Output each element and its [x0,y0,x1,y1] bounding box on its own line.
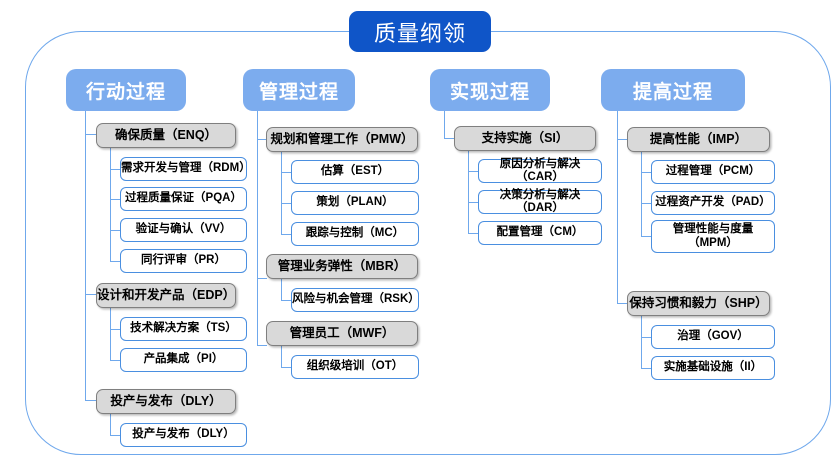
connector [468,171,479,173]
leaf-node[interactable]: 组织级培训（OT） [291,355,419,379]
connector [110,435,121,437]
group-node[interactable]: 投产与发布（DLY） [96,389,236,414]
leaf-node[interactable]: 策划（PLAN） [291,191,419,215]
connector [281,367,292,369]
connector [444,138,455,140]
connector [110,360,121,362]
connector [641,203,652,205]
connector [468,233,479,235]
connector [257,139,267,141]
leaf-node[interactable]: 同行评审（PR） [120,249,247,273]
connector [641,236,652,238]
group-node[interactable]: 规划和管理工作（PMW） [266,127,418,152]
leaf-node[interactable]: 需求开发与管理（RDM） [120,157,251,181]
leaf-node[interactable]: 估算（EST） [291,160,419,184]
column-header-3[interactable]: 实现过程 [430,69,550,111]
group-node[interactable]: 管理业务弹性（MBR） [266,254,418,279]
connector [468,202,479,204]
connector [281,300,292,302]
leaf-node[interactable]: 过程管理（PCM） [651,160,775,184]
connector [85,400,97,402]
column-header-4[interactable]: 提高过程 [601,69,745,111]
leaf-node[interactable]: 实施基础设施（II） [651,356,775,380]
leaf-node[interactable]: 决策分析与解决（DAR） [478,189,602,214]
connector [257,278,267,280]
connector [641,152,643,236]
leaf-node[interactable]: 投产与发布（DLY） [120,423,247,447]
leaf-node[interactable]: 技术解决方案（TS） [120,317,247,341]
connector [641,316,643,369]
connector [110,308,112,360]
trunk-line-col-4 [617,111,619,304]
group-node[interactable]: 设计和开发产品（EDP） [96,283,236,308]
leaf-node[interactable]: 验证与确认（VV） [120,218,247,242]
connector [281,203,292,205]
connector [641,172,652,174]
column-header-2[interactable]: 管理过程 [243,69,355,111]
group-node[interactable]: 保持习惯和毅力（SHP） [627,291,770,316]
connector [110,414,112,436]
leaf-node[interactable]: 治理（GOV） [651,325,775,349]
connector [641,368,652,370]
group-node[interactable]: 管理员工（MWF） [266,321,418,346]
connector [110,199,121,201]
leaf-node[interactable]: 过程质量保证（PQA） [120,187,247,211]
connector [110,169,121,171]
leaf-node[interactable]: 管理性能与度量 （MPM） [651,220,775,253]
connector [110,230,121,232]
leaf-node[interactable]: 过程资产开发（PAD） [651,191,775,215]
trunk-line-col-2 [257,111,259,346]
connector [281,152,283,235]
connector [110,261,121,263]
leaf-node[interactable]: 配置管理（CM） [478,221,602,245]
root-title: 质量纲领 [349,11,491,52]
connector [110,148,112,261]
group-node[interactable]: 提高性能（IMP） [627,127,770,152]
connector [617,139,628,141]
connector [281,234,292,236]
trunk-line-col-3 [444,111,446,139]
connector [281,346,283,368]
leaf-node[interactable]: 产品集成（PI） [120,348,247,372]
connector [85,294,97,296]
connector [110,329,121,331]
connector [641,337,652,339]
group-node[interactable]: 确保质量（ENQ） [96,123,236,148]
connector [257,345,267,347]
connector [281,279,283,301]
connector [85,134,97,136]
leaf-node[interactable]: 原因分析与解决（CAR） [478,158,602,183]
connector [281,172,292,174]
leaf-node[interactable]: 风险与机会管理（RSK） [291,288,420,312]
leaf-node[interactable]: 跟踪与控制（MC） [291,222,419,246]
connector [617,303,628,305]
trunk-line-col-1 [85,111,87,400]
connector [468,151,470,234]
column-header-1[interactable]: 行动过程 [66,69,186,111]
group-node[interactable]: 支持实施（SI） [454,126,596,151]
